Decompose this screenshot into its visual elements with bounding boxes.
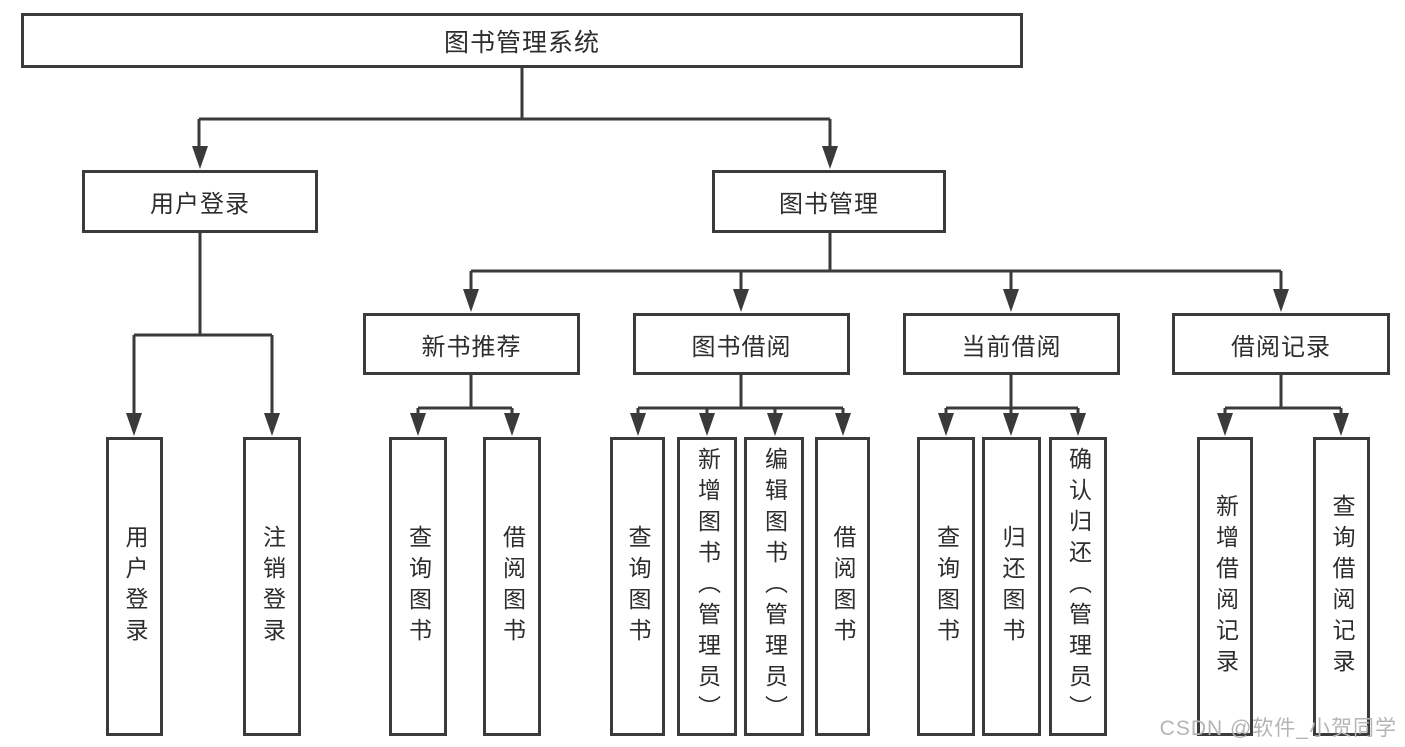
connector-book-management-branch — [469, 233, 1283, 293]
arrow-down-icon — [1070, 413, 1086, 436]
connector-book-borrow-branch — [636, 375, 845, 417]
arrow-down-icon — [126, 413, 142, 436]
node-book-management: 图书管理 — [712, 170, 946, 233]
leaf-current-query-books: 查询图书 — [917, 437, 975, 736]
arrow-down-icon — [630, 413, 646, 436]
arrow-down-icon — [835, 413, 851, 436]
arrow-down-icon — [1273, 289, 1289, 312]
arrowheads — [126, 146, 1349, 436]
arrow-down-icon — [767, 413, 783, 436]
arrow-down-icon — [504, 413, 520, 436]
connector-borrow-records-branch — [1223, 375, 1343, 417]
arrow-down-icon — [733, 289, 749, 312]
arrow-down-icon — [822, 146, 838, 169]
leaf-recommend-borrow-books: 借阅图书 — [483, 437, 541, 736]
connector-user-login-branch — [132, 233, 274, 417]
leaf-confirm-return-admin: 确认归还（管理员） — [1049, 437, 1107, 736]
node-library-system: 图书管理系统 — [21, 13, 1023, 68]
leaf-borrow-query-books: 查询图书 — [610, 437, 665, 736]
node-new-book-recommend: 新书推荐 — [363, 313, 580, 375]
connector-new-book-branch — [416, 375, 514, 417]
leaf-recommend-query-books: 查询图书 — [389, 437, 447, 736]
node-book-borrow: 图书借阅 — [633, 313, 850, 375]
arrow-down-icon — [1217, 413, 1233, 436]
arrow-down-icon — [410, 413, 426, 436]
leaf-borrow-books: 借阅图书 — [815, 437, 870, 736]
leaf-edit-book-admin: 编辑图书（管理员） — [744, 437, 804, 736]
leaf-add-book-admin: 新增图书（管理员） — [677, 437, 737, 736]
leaf-return-books: 归还图书 — [982, 437, 1041, 736]
csdn-watermark: CSDN @软件_小贺同学 — [1159, 717, 1397, 740]
arrow-down-icon — [699, 413, 715, 436]
arrow-down-icon — [938, 413, 954, 436]
leaf-add-borrow-record: 新增借阅记录 — [1197, 437, 1253, 736]
leaf-user-login: 用户登录 — [106, 437, 163, 736]
arrow-down-icon — [1003, 289, 1019, 312]
node-user-login: 用户登录 — [82, 170, 318, 233]
arrow-down-icon — [463, 289, 479, 312]
connector-current-borrow-branch — [944, 375, 1080, 417]
arrow-down-icon — [1333, 413, 1349, 436]
node-borrow-records: 借阅记录 — [1172, 313, 1390, 375]
leaf-logout: 注销登录 — [243, 437, 301, 736]
leaf-query-borrow-record: 查询借阅记录 — [1313, 437, 1370, 736]
arrow-down-icon — [264, 413, 280, 436]
arrow-down-icon — [192, 146, 208, 169]
arrow-down-icon — [1003, 413, 1019, 436]
connector-root-to-level2 — [197, 68, 832, 150]
node-current-borrow: 当前借阅 — [903, 313, 1120, 375]
